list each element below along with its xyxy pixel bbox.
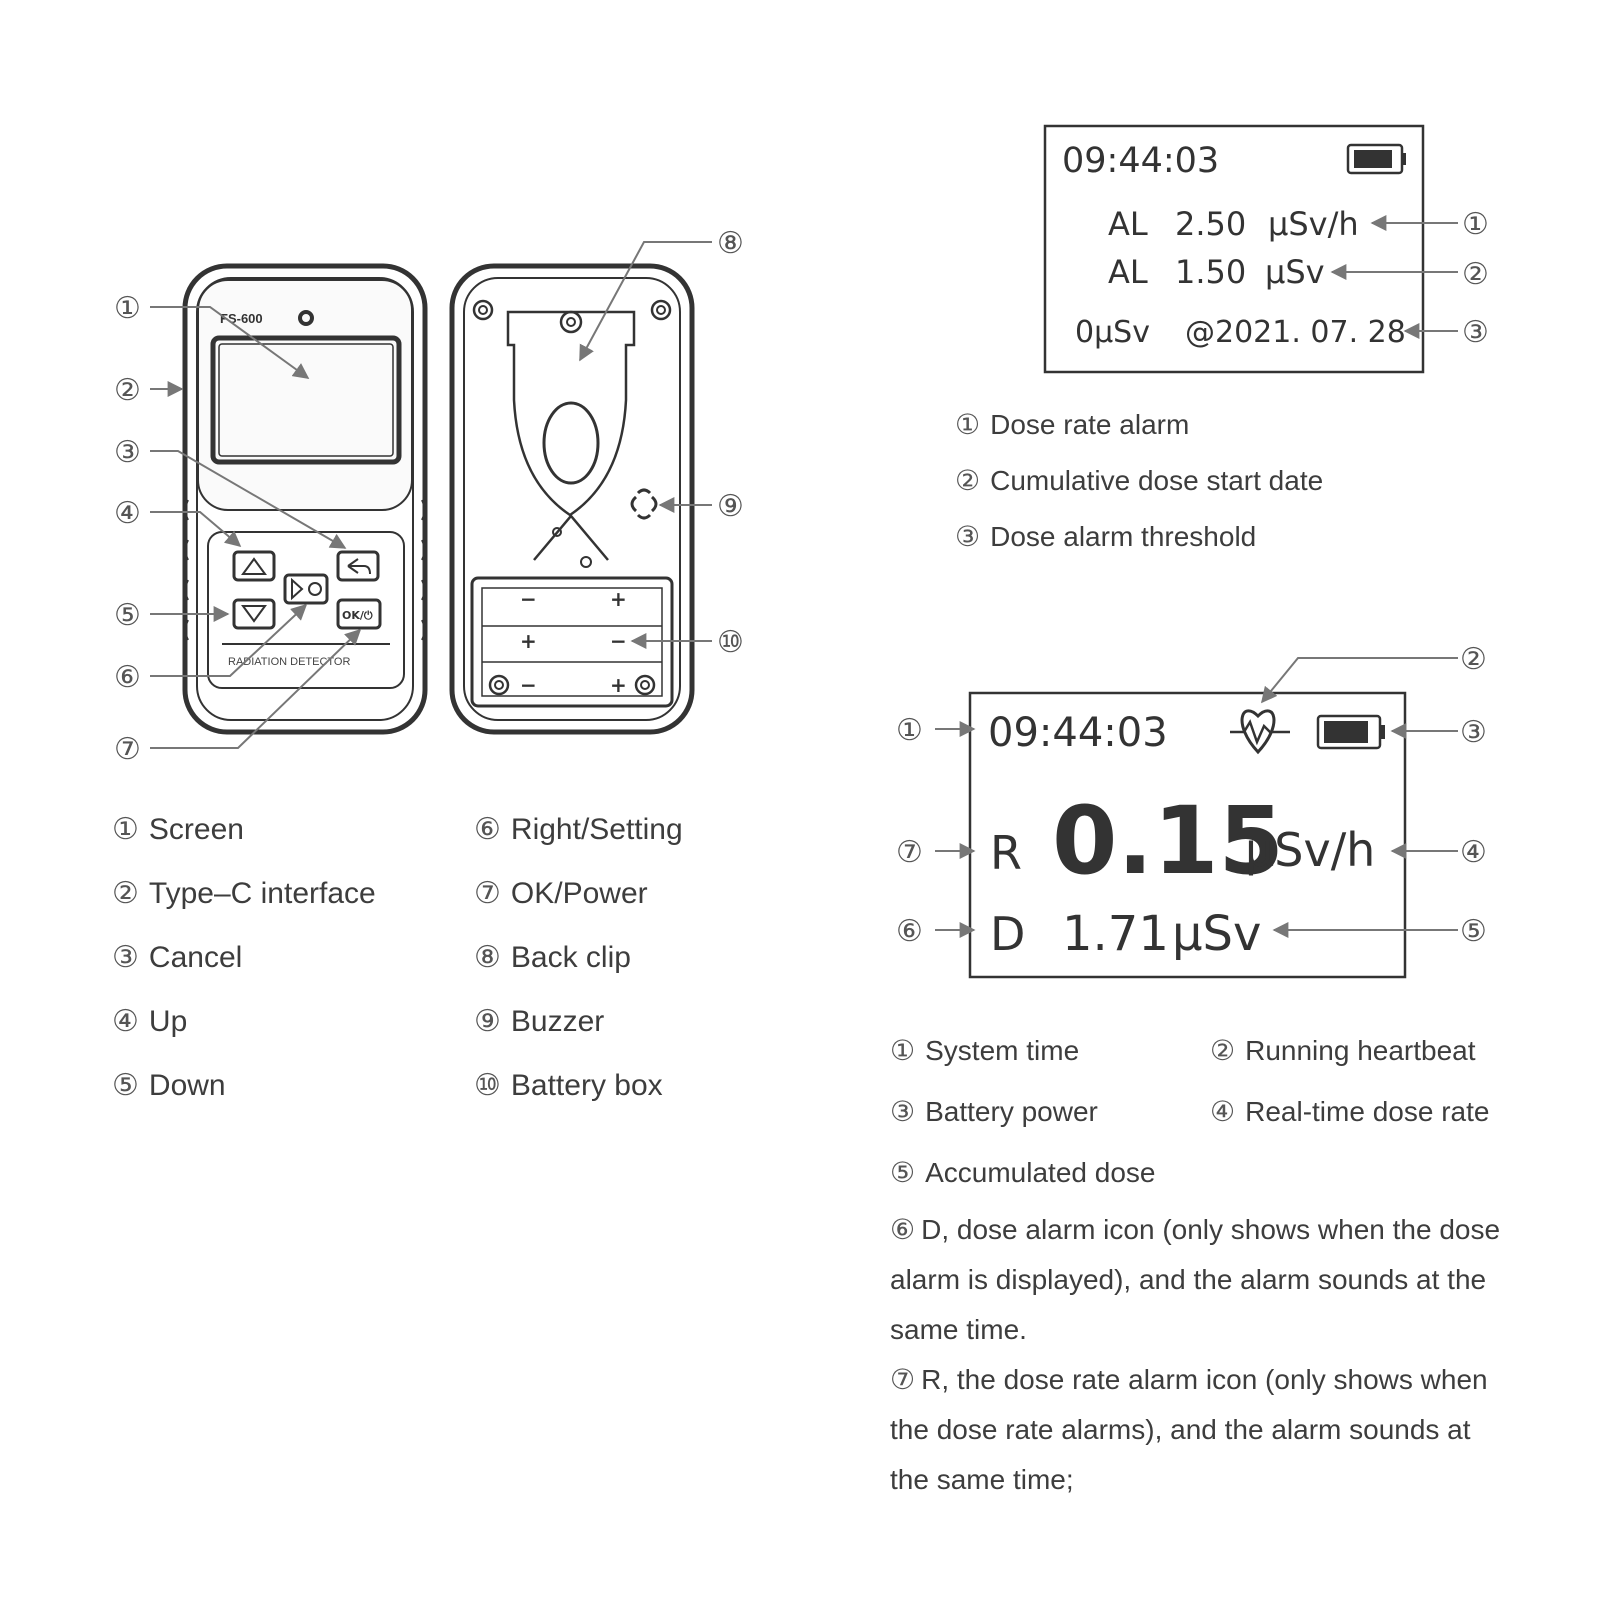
brand-label: RADIATION DETECTOR — [228, 656, 350, 668]
svg-text:−: − — [520, 587, 537, 611]
buzzer-holes — [630, 488, 658, 520]
alarm-screen-time: 09:44:03 — [1062, 141, 1219, 181]
device-back — [449, 263, 695, 735]
main-callout-6: ⑥ — [896, 914, 923, 949]
alarm-start-date: @2021. 07. 28 — [1185, 315, 1406, 350]
svg-text:+: + — [520, 629, 537, 653]
down-key — [232, 598, 276, 630]
main-leaders — [935, 657, 1458, 938]
alarm-rate-unit: μSv/h — [1268, 205, 1359, 243]
callout-1: ① — [114, 291, 141, 326]
main-battery-icon — [1316, 714, 1385, 750]
keypad-panel — [207, 531, 405, 689]
alarm-callout-2: ② — [1462, 257, 1489, 292]
callout-5: ⑤ — [114, 598, 141, 633]
callout-10: ⑩ — [717, 625, 744, 660]
up-key — [232, 550, 276, 582]
main-callout-7: ⑦ — [896, 835, 923, 870]
ok-key-label: OK/⏻ — [342, 609, 373, 622]
cancel-key — [336, 550, 380, 582]
accumulated-dose: 1.71 — [1062, 906, 1169, 962]
svg-text:+: + — [610, 587, 627, 611]
callout-6: ⑥ — [114, 660, 141, 695]
heartbeat-icon — [1230, 709, 1290, 755]
callout-8: ⑧ — [717, 226, 744, 261]
battery-polarity: − + + − − + — [520, 587, 627, 697]
main-callout-3: ③ — [1460, 715, 1487, 750]
alarm-leaders — [1330, 215, 1458, 339]
callout-9: ⑨ — [717, 489, 744, 524]
dose-rate-unit: μSv/h — [1245, 823, 1375, 877]
rate-alarm-flag: R — [990, 826, 1022, 880]
alarm-dose-value: 1.50 — [1175, 253, 1246, 291]
back-clip — [506, 310, 636, 517]
svg-text:−: − — [520, 673, 537, 697]
main-callout-5: ⑤ — [1460, 914, 1487, 949]
dose-alarm-flag: D — [990, 907, 1025, 961]
sensor-dot — [298, 310, 314, 326]
alarm-start-dose: 0μSv — [1075, 315, 1150, 350]
ok-power-key — [336, 598, 382, 630]
svg-text:+: + — [610, 673, 627, 697]
alarm-callout-1: ① — [1462, 207, 1489, 242]
alarm-dose-prefix: AL — [1108, 253, 1148, 291]
alarm-rate-prefix: AL — [1108, 205, 1148, 243]
right-setting-key — [283, 573, 329, 605]
callout-3: ③ — [114, 435, 141, 470]
alarm-rate-value: 2.50 — [1175, 205, 1246, 243]
callout-7: ⑦ — [114, 732, 141, 767]
device-screen — [210, 335, 402, 465]
callout-4: ④ — [114, 496, 141, 531]
main-callout-1: ① — [896, 713, 923, 748]
alarm-dose-unit: μSv — [1265, 253, 1325, 291]
svg-text:−: − — [610, 629, 627, 653]
realtime-dose-rate: 0.15 — [1052, 787, 1284, 896]
accumulated-dose-unit: μSv — [1172, 906, 1261, 962]
main-screen-time: 09:44:03 — [988, 710, 1168, 756]
callout-2: ② — [114, 373, 141, 408]
main-callout-4: ④ — [1460, 835, 1487, 870]
device-leaders — [150, 241, 712, 749]
main-callout-2: ② — [1460, 642, 1487, 677]
alarm-battery-icon — [1346, 143, 1406, 175]
device-callout-numbers: ① ② ③ ④ ⑤ ⑥ ⑦ ⑧ ⑨ ⑩ — [114, 226, 744, 767]
alarm-callout-3: ③ — [1462, 315, 1489, 350]
